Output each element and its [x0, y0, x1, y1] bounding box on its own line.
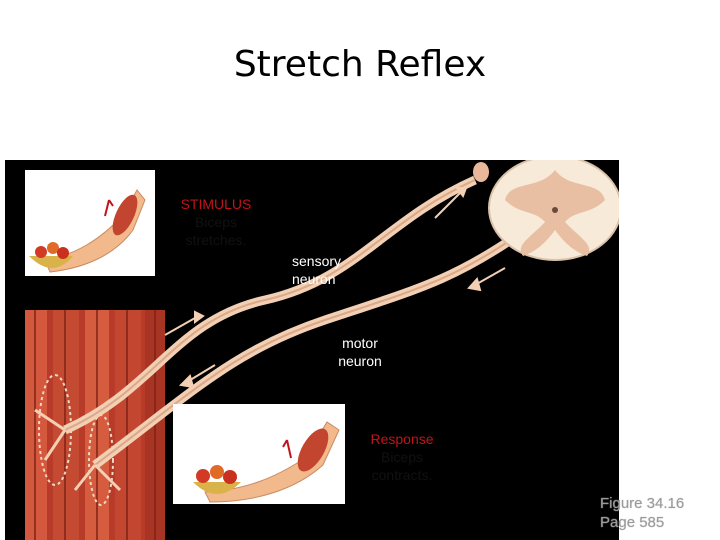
slide-title: Stretch Reflex [233, 44, 487, 85]
figure-number: Figure 34.16 [600, 495, 685, 512]
response-arm-inset [173, 404, 345, 504]
motor-text-1: motor [342, 335, 378, 351]
nerve-fibers [34, 175, 528, 492]
motor-text-2: neuron [338, 353, 382, 369]
diagram-artwork [25, 160, 619, 540]
sensory-text-1: sensory [292, 253, 342, 269]
spinal-cord [488, 160, 619, 261]
page-number: Page 585 [600, 514, 665, 531]
response-text-2: contracts. [371, 467, 433, 483]
response-text-1: Biceps [380, 449, 424, 465]
stimulus-heading: STIMULUS [180, 196, 252, 212]
sensory-neuron-label: sensory neuron [292, 252, 368, 288]
motor-neuron-label: motor neuron [330, 334, 390, 370]
figure-reference: Figure 34.16 Page 585 [600, 494, 716, 532]
response-label: Response Biceps contracts. [352, 430, 452, 484]
signal-arrows [164, 187, 506, 389]
reflex-diagram [5, 160, 619, 540]
sensory-text-2: neuron [292, 271, 336, 287]
stimulus-label: STIMULUS Biceps stretches. [168, 195, 264, 249]
dorsal-root-ganglion [473, 162, 489, 182]
stimulus-arm-inset [25, 170, 155, 276]
stimulus-text-2: stretches. [185, 232, 247, 248]
stimulus-text-1: Biceps [194, 214, 238, 230]
response-heading: Response [370, 431, 434, 447]
